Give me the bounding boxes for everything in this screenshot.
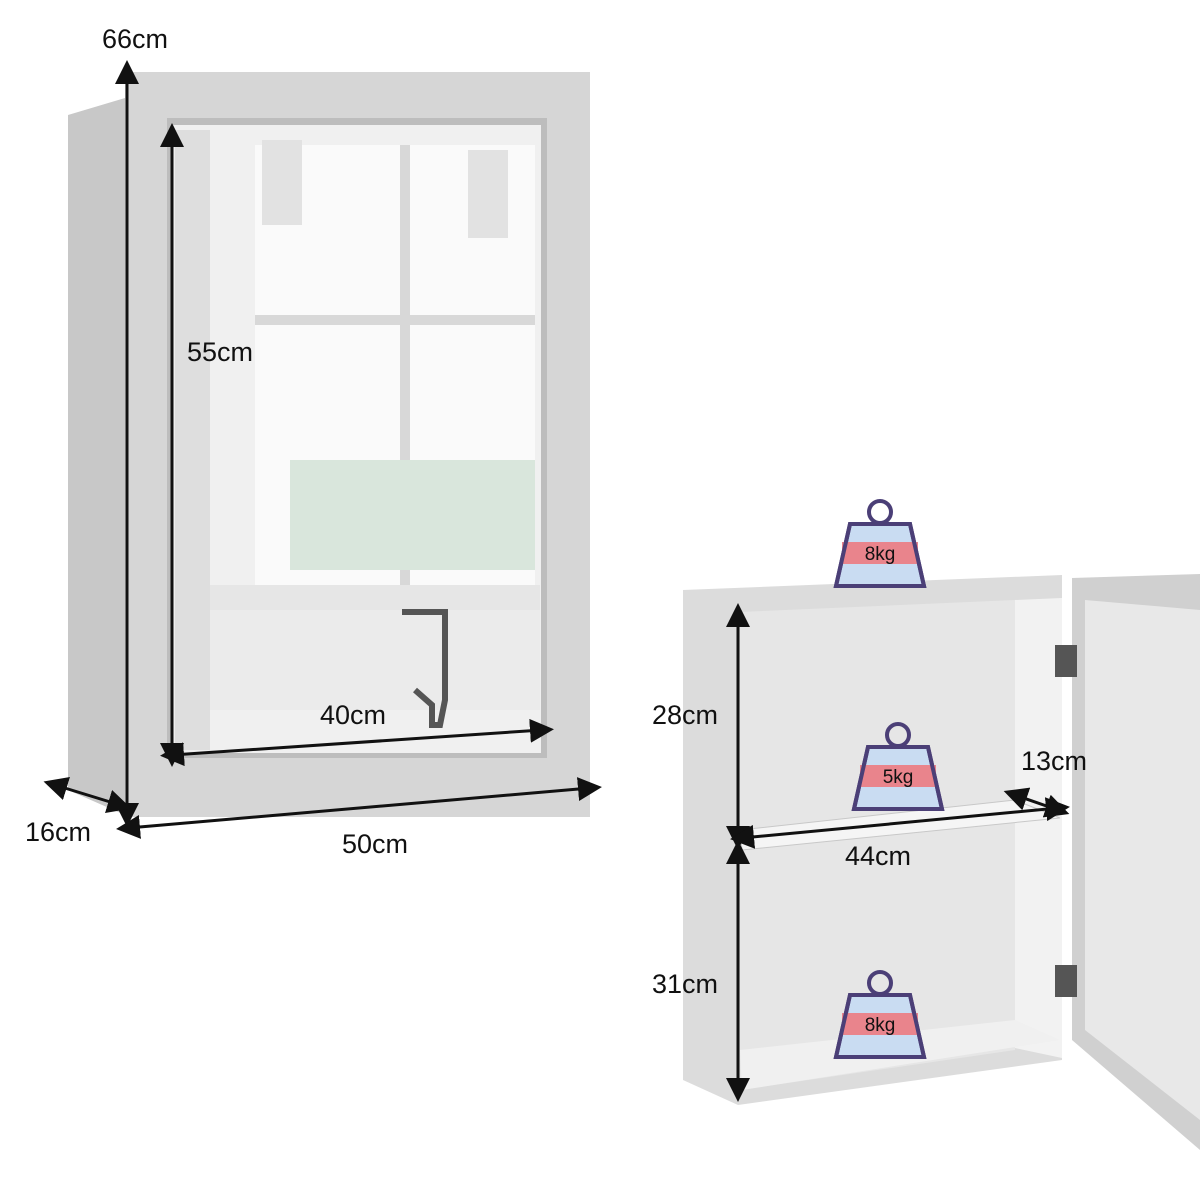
- shelf-weight-icon: 5kg: [852, 722, 944, 811]
- inner-width-label: 44cm: [845, 841, 912, 871]
- width-label: 50cm: [342, 829, 409, 859]
- svg-text:8kg: 8kg: [865, 544, 896, 565]
- bottom-weight-icon: 8kg: [834, 970, 926, 1059]
- mirror-width-label: 40cm: [320, 700, 387, 730]
- top-weight-icon: 8kg: [834, 499, 926, 588]
- depth-label: 16cm: [25, 817, 92, 847]
- open-cabinet: [683, 574, 1200, 1150]
- shelf-depth-label: 13cm: [1021, 746, 1088, 776]
- upper-height-label: 28cm: [652, 700, 719, 730]
- dimension-lines: [43, 60, 1070, 1102]
- height-label: 66cm: [102, 24, 169, 54]
- mirror-height-label: 55cm: [187, 337, 254, 367]
- lower-height-label: 31cm: [652, 969, 719, 999]
- svg-text:5kg: 5kg: [883, 767, 914, 788]
- svg-text:8kg: 8kg: [865, 1015, 896, 1036]
